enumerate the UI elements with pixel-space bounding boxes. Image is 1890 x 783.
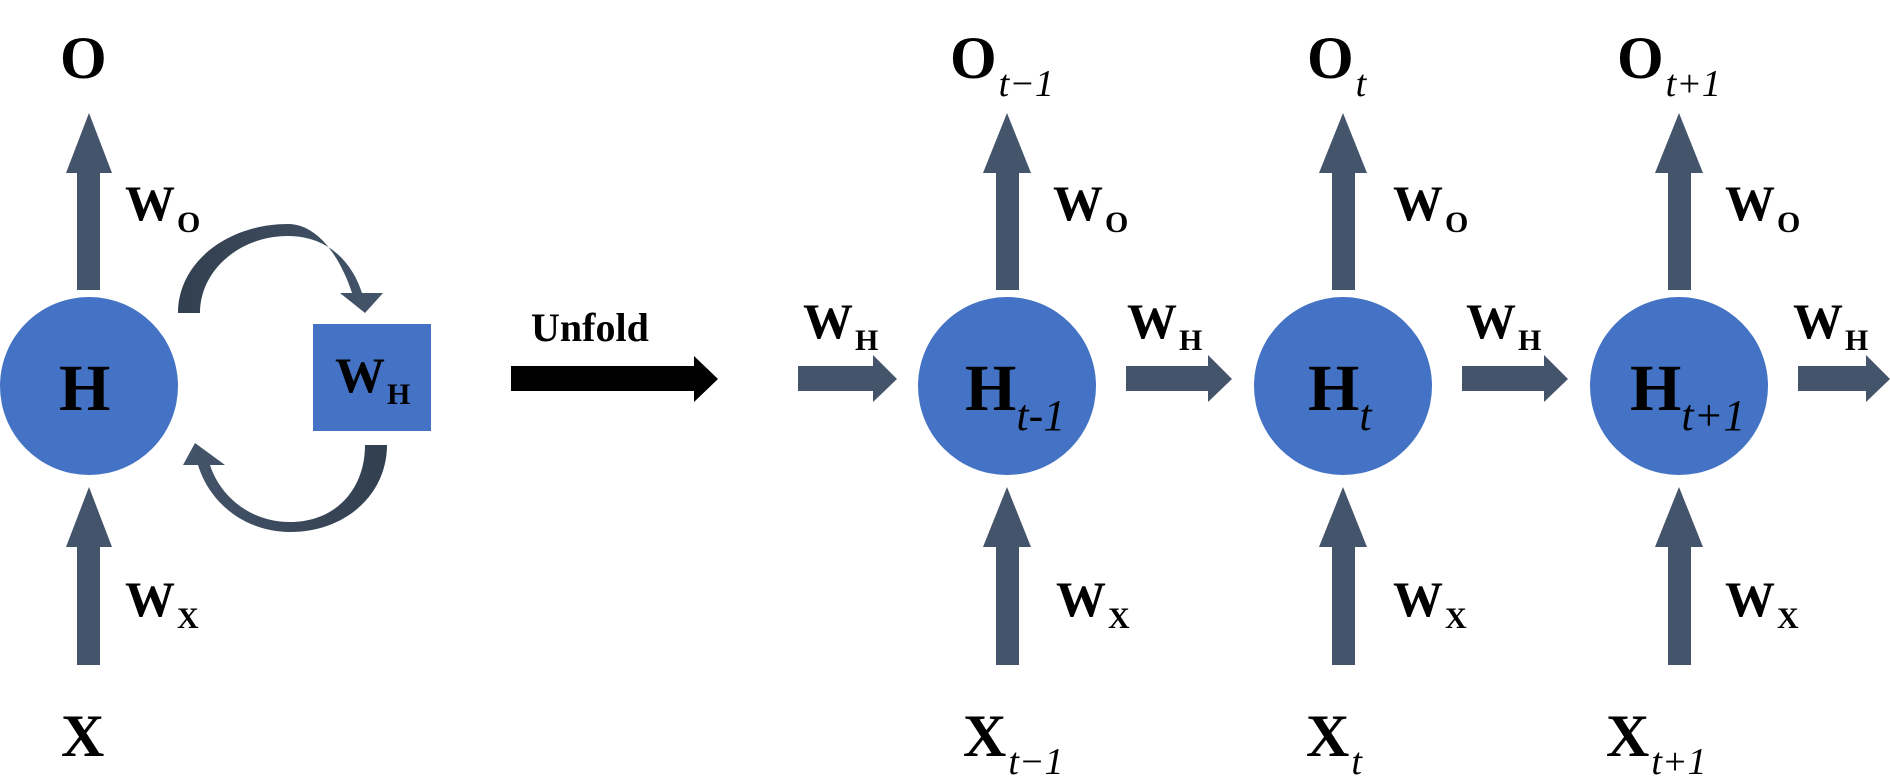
w-out-main: W: [1393, 175, 1443, 231]
w-in-sub: X: [1445, 602, 1467, 635]
loop-arrow-top: [178, 224, 383, 313]
incoming-w-main: W: [803, 293, 853, 349]
step-output-label: Ot−1: [950, 25, 1054, 103]
step-hidden-label: Ht: [1308, 356, 1372, 438]
incoming-w-label: WH: [803, 293, 878, 356]
w-out-sub: O: [177, 206, 201, 239]
input-main: X: [1606, 703, 1650, 769]
unfolded-rnn: [798, 113, 1890, 665]
w-in-sub: X: [1108, 602, 1130, 635]
incoming-w-sub: H: [855, 324, 879, 357]
step-output-label: Ot: [1307, 25, 1366, 103]
step-w-in-label: WX: [1056, 571, 1130, 634]
input-sub: t: [1351, 741, 1362, 783]
output-sub: t: [1355, 63, 1367, 105]
w-out-main: W: [1725, 175, 1775, 231]
step-w-next-label: WH: [1127, 293, 1202, 356]
hidden-node: [0, 297, 178, 475]
folded-w-out-label: WO: [125, 175, 200, 238]
w-in-sub: X: [1777, 602, 1799, 635]
hidden-sub: t-1: [1016, 391, 1066, 440]
step-w-out-label: WO: [1053, 175, 1128, 238]
w-rec-sub: H: [387, 378, 411, 411]
w-in-main: W: [1725, 571, 1775, 627]
hidden-main: H: [1308, 352, 1360, 425]
hidden-main: H: [1630, 352, 1682, 425]
hidden-text: H: [59, 352, 111, 425]
hidden-node: [918, 297, 1096, 475]
input-main: X: [1306, 703, 1350, 769]
w-in-main: W: [1056, 571, 1106, 627]
w-next-main: W: [1466, 293, 1516, 349]
step-w-in-label: WX: [1393, 571, 1467, 634]
w-out-main: W: [1053, 175, 1103, 231]
step-w-out-label: WO: [1725, 175, 1800, 238]
w-rec-main: W: [335, 347, 385, 403]
output-sub: t+1: [1665, 63, 1721, 105]
input-sub: t−1: [1008, 741, 1064, 783]
step-hidden-label: Ht+1: [1630, 356, 1745, 438]
step-hidden-label: Ht-1: [965, 356, 1065, 438]
folded-input-label: X: [61, 706, 104, 766]
unfold-label: Unfold: [531, 308, 649, 348]
w-next-sub: H: [1179, 324, 1203, 357]
step-w-next-label: WH: [1466, 293, 1541, 356]
step-w-out-label: WO: [1393, 175, 1468, 238]
recurrent-arrow-incoming: [798, 355, 897, 402]
input-arrow: [66, 487, 112, 665]
step-w-next-label: WH: [1793, 293, 1868, 356]
unfold-arrow: [511, 356, 718, 402]
folded-rnn: [0, 113, 431, 665]
w-in-sub: X: [177, 602, 199, 635]
loop-arrow-bottom: [183, 443, 387, 532]
output-sub: t−1: [998, 63, 1054, 105]
step-input-label: Xt: [1306, 703, 1362, 781]
hidden-node: [1254, 297, 1432, 475]
output-arrow: [1319, 113, 1367, 290]
recurrent-arrow: [1126, 355, 1232, 402]
step-input-label: Xt−1: [963, 703, 1064, 781]
input-main: X: [963, 703, 1007, 769]
input-sub: t+1: [1651, 741, 1707, 783]
step-input-label: Xt+1: [1606, 703, 1707, 781]
w-in-main: W: [125, 571, 175, 627]
hidden-sub: t+1: [1681, 391, 1746, 440]
folded-w-in-label: WX: [125, 571, 199, 634]
step-w-in-label: WX: [1725, 571, 1799, 634]
output-arrow: [983, 113, 1031, 290]
output-arrow: [66, 113, 112, 290]
w-out-sub: O: [1777, 206, 1801, 239]
output-arrow: [1655, 113, 1703, 290]
folded-output-text: O: [60, 25, 107, 91]
w-next-main: W: [1793, 293, 1843, 349]
input-text: X: [61, 703, 105, 769]
input-arrow: [1655, 487, 1703, 665]
w-next-sub: H: [1845, 324, 1869, 357]
recurrent-arrow: [1462, 355, 1568, 402]
folded-w-rec-label: WH: [335, 347, 410, 410]
recurrent-arrow: [1798, 355, 1890, 402]
hidden-sub: t: [1359, 391, 1372, 440]
unfold-text: Unfold: [531, 305, 649, 350]
w-out-main: W: [125, 175, 175, 231]
w-out-sub: O: [1105, 206, 1129, 239]
input-arrow: [1319, 487, 1367, 665]
hidden-main: H: [965, 352, 1017, 425]
input-arrow: [983, 487, 1031, 665]
w-next-main: W: [1127, 293, 1177, 349]
recurrent-weight-box: [313, 324, 431, 431]
w-next-sub: H: [1518, 324, 1542, 357]
output-main: O: [950, 25, 997, 91]
folded-output-label: O: [60, 28, 107, 88]
step-output-label: Ot+1: [1617, 25, 1721, 103]
hidden-node: [1590, 297, 1768, 475]
folded-hidden-label: H: [59, 356, 110, 422]
output-main: O: [1307, 25, 1354, 91]
w-in-main: W: [1393, 571, 1443, 627]
output-main: O: [1617, 25, 1664, 91]
w-out-sub: O: [1445, 206, 1469, 239]
